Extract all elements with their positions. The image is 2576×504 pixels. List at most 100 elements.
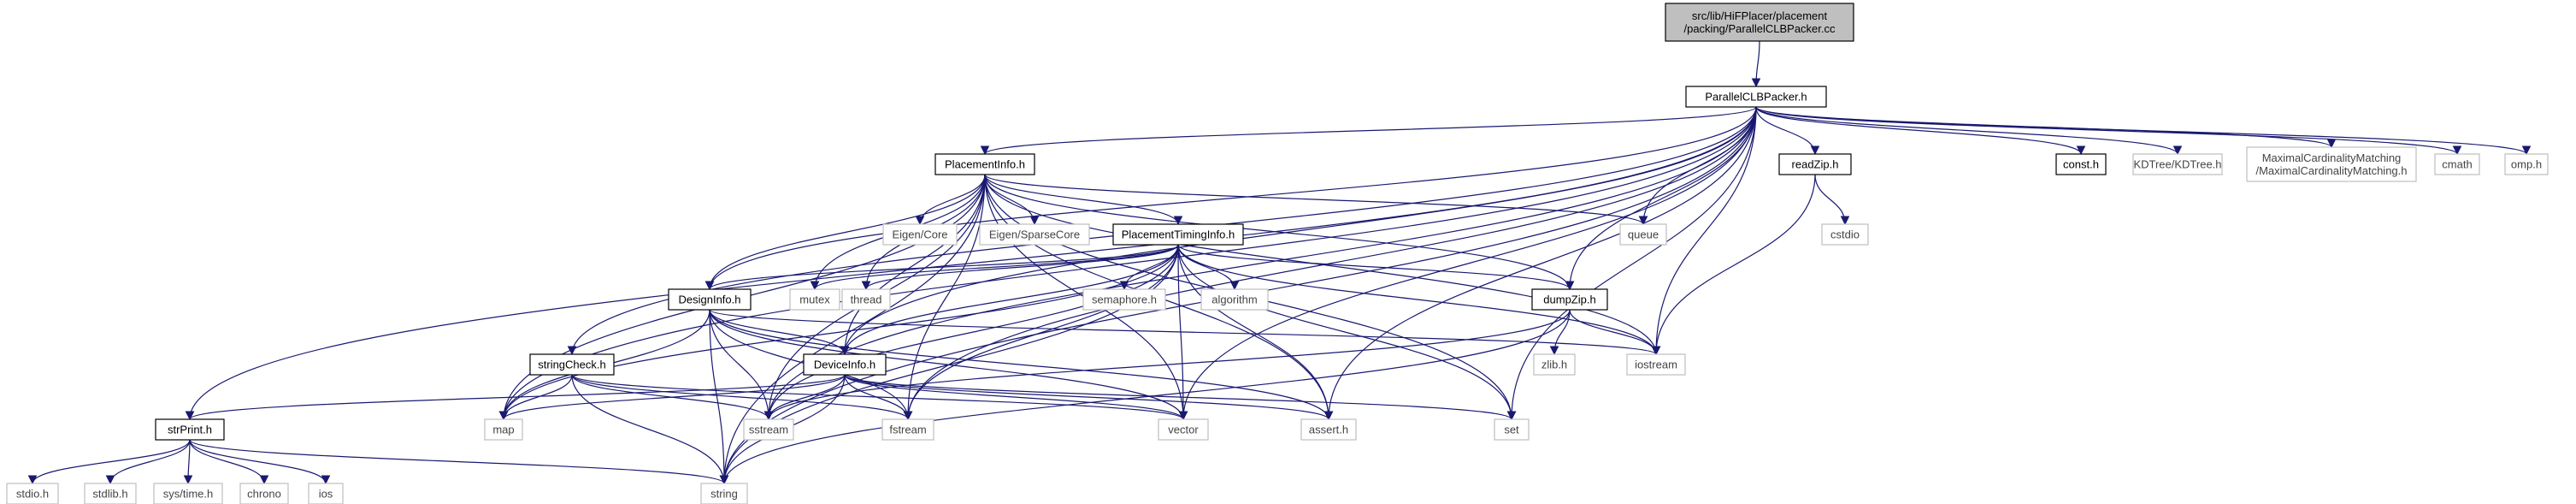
node-iostream-box [1626,353,1686,376]
edge-pclb-to-readzip [1755,106,1820,156]
edge-readzip-to-cstdio [1814,174,1850,226]
node-eigencore-label-0: Eigen/Core [892,228,947,241]
node-string-label-0: string [710,488,738,501]
node-queue-label-0: queue [1628,228,1659,241]
node-algorithm-label-0: algorithm [1211,294,1257,306]
edge-placementinfo-to-fstream [903,174,986,421]
edge-placementinfo-to-eigencore [915,174,986,226]
edge-dumpzip-to-sstream [763,309,1571,421]
node-eigensparse-label-0: Eigen/SparseCore [989,228,1080,241]
edge-timinginfo-to-designinfo [704,244,1179,291]
edge-timinginfo-to-map [498,244,1179,421]
node-readzip[interactable]: readZip.h [1778,153,1852,175]
node-stdioh-box [6,483,59,504]
node-algorithm: algorithm [1200,288,1269,311]
node-stdlibh-label-0: stdlib.h [92,488,127,501]
node-stringcheck[interactable]: stringCheck.h [529,353,615,376]
node-designinfo-label-0: DesignInfo.h [679,294,741,306]
node-asserth: assert.h [1300,418,1357,441]
edge-placementinfo-to-timinginfo [984,174,1183,226]
node-dumpzip-label-0: dumpZip.h [1543,294,1595,306]
node-fstream-box [881,418,934,441]
node-vector-box [1158,418,1209,441]
edge-strprint-to-stdioh [27,439,191,485]
node-semaphore-label-0: semaphore.h [1092,294,1157,306]
node-designinfo[interactable]: DesignInfo.h [668,288,752,311]
node-iostream-label-0: iostream [1635,359,1677,371]
node-fstream: fstream [881,418,934,441]
edge-strprint-to-stdlibh [105,439,191,485]
node-eigensparse-box [979,223,1090,246]
node-const[interactable]: const.h [2055,153,2107,175]
node-root[interactable]: src/lib/HiFPlacer/placement/packing/Para… [1665,3,1854,42]
node-kdtree-label-0: KDTree/KDTree.h [2133,158,2221,171]
edge-strprint-to-chrono [189,439,269,485]
node-strprint-label-0: strPrint.h [168,424,212,436]
node-vector: vector [1158,418,1209,441]
node-stdioh: stdio.h [6,483,59,504]
node-eigencore-box [882,223,958,246]
edge-pclb-to-deviceinfo [840,106,1757,356]
node-cmath-label-0: cmath [2442,158,2472,171]
node-strprint-box [155,418,225,441]
nodes-layer: src/lib/HiFPlacer/placement/packing/Para… [6,3,2549,504]
node-omp-box [2504,153,2549,175]
node-thread-label-0: thread [851,294,882,306]
edge-placementinfo-to-string [719,174,986,485]
node-string-box [700,483,748,504]
edge-pclb-to-omp [1755,106,2532,156]
node-mcm-label-0: MaximalCardinalityMatching [2262,151,2402,164]
edge-timinginfo-to-mutex [810,244,1179,291]
node-ios-box [308,483,344,504]
node-designinfo-box [668,288,752,311]
edge-pclb-to-placementinfo [980,106,1757,156]
edge-placementinfo-to-dumpzip [984,174,1575,291]
node-string: string [700,483,748,504]
edge-timinginfo-to-string [719,244,1179,485]
node-queue-box [1619,223,1667,246]
node-pclb-label-0: ParallelCLBPacker.h [1705,91,1807,104]
node-readzip-box [1778,153,1852,175]
node-cmath: cmath [2434,153,2480,175]
node-placementinfo[interactable]: PlacementInfo.h [934,153,1035,175]
node-cstdio-label-0: cstdio [1830,228,1860,241]
node-set: set [1494,418,1530,441]
edge-strprint-to-string [189,439,729,485]
node-mcm-label-1: /MaximalCardinalityMatching.h [2255,164,2407,177]
node-placementinfo-label-0: PlacementInfo.h [945,158,1025,171]
edge-pclb-to-designinfo [704,106,1757,291]
edge-pclb-to-dumpzip [1565,106,1757,291]
edge-designinfo-to-sstream [709,309,774,421]
node-const-label-0: const.h [2063,158,2099,171]
node-timinginfo-label-0: PlacementTimingInfo.h [1122,228,1235,241]
edge-readzip-to-iostream [1651,174,1816,356]
node-root-label-1: /packing/ParallelCLBPacker.cc [1683,22,1836,35]
edge-deviceinfo-to-asserth [844,374,1334,421]
edge-deviceinfo-to-map [498,374,846,421]
edges-layer [27,40,2532,485]
edge-deviceinfo-to-fstream [844,374,913,421]
node-deviceinfo[interactable]: DeviceInfo.h [803,353,887,376]
edge-timinginfo-to-sstream [763,244,1179,421]
node-semaphore-box [1082,288,1166,311]
node-dumpzip[interactable]: dumpZip.h [1531,288,1608,311]
edge-dumpzip-to-zlib [1549,309,1571,356]
node-timinginfo[interactable]: PlacementTimingInfo.h [1112,223,1244,246]
node-ios-label-0: ios [319,488,333,501]
node-strprint[interactable]: strPrint.h [155,418,225,441]
node-systime: sys/time.h [153,483,223,504]
edge-pclb-to-asserth [1323,106,1757,421]
node-zlib-box [1533,353,1576,376]
edge-stringcheck-to-string [571,374,729,485]
edge-deviceinfo-to-strprint [185,374,846,421]
edge-strprint-to-ios [189,439,331,485]
node-pclb[interactable]: ParallelCLBPacker.h [1685,86,1827,108]
edge-placementinfo-to-iostream [984,174,1661,356]
edge-placementinfo-to-queue [984,174,1648,226]
node-fstream-label-0: fstream [889,424,926,436]
node-stdlibh: stdlib.h [84,483,137,504]
edge-pclb-to-const [1755,106,2086,156]
edge-designinfo-to-vector [709,309,1188,421]
node-omp: omp.h [2504,153,2549,175]
